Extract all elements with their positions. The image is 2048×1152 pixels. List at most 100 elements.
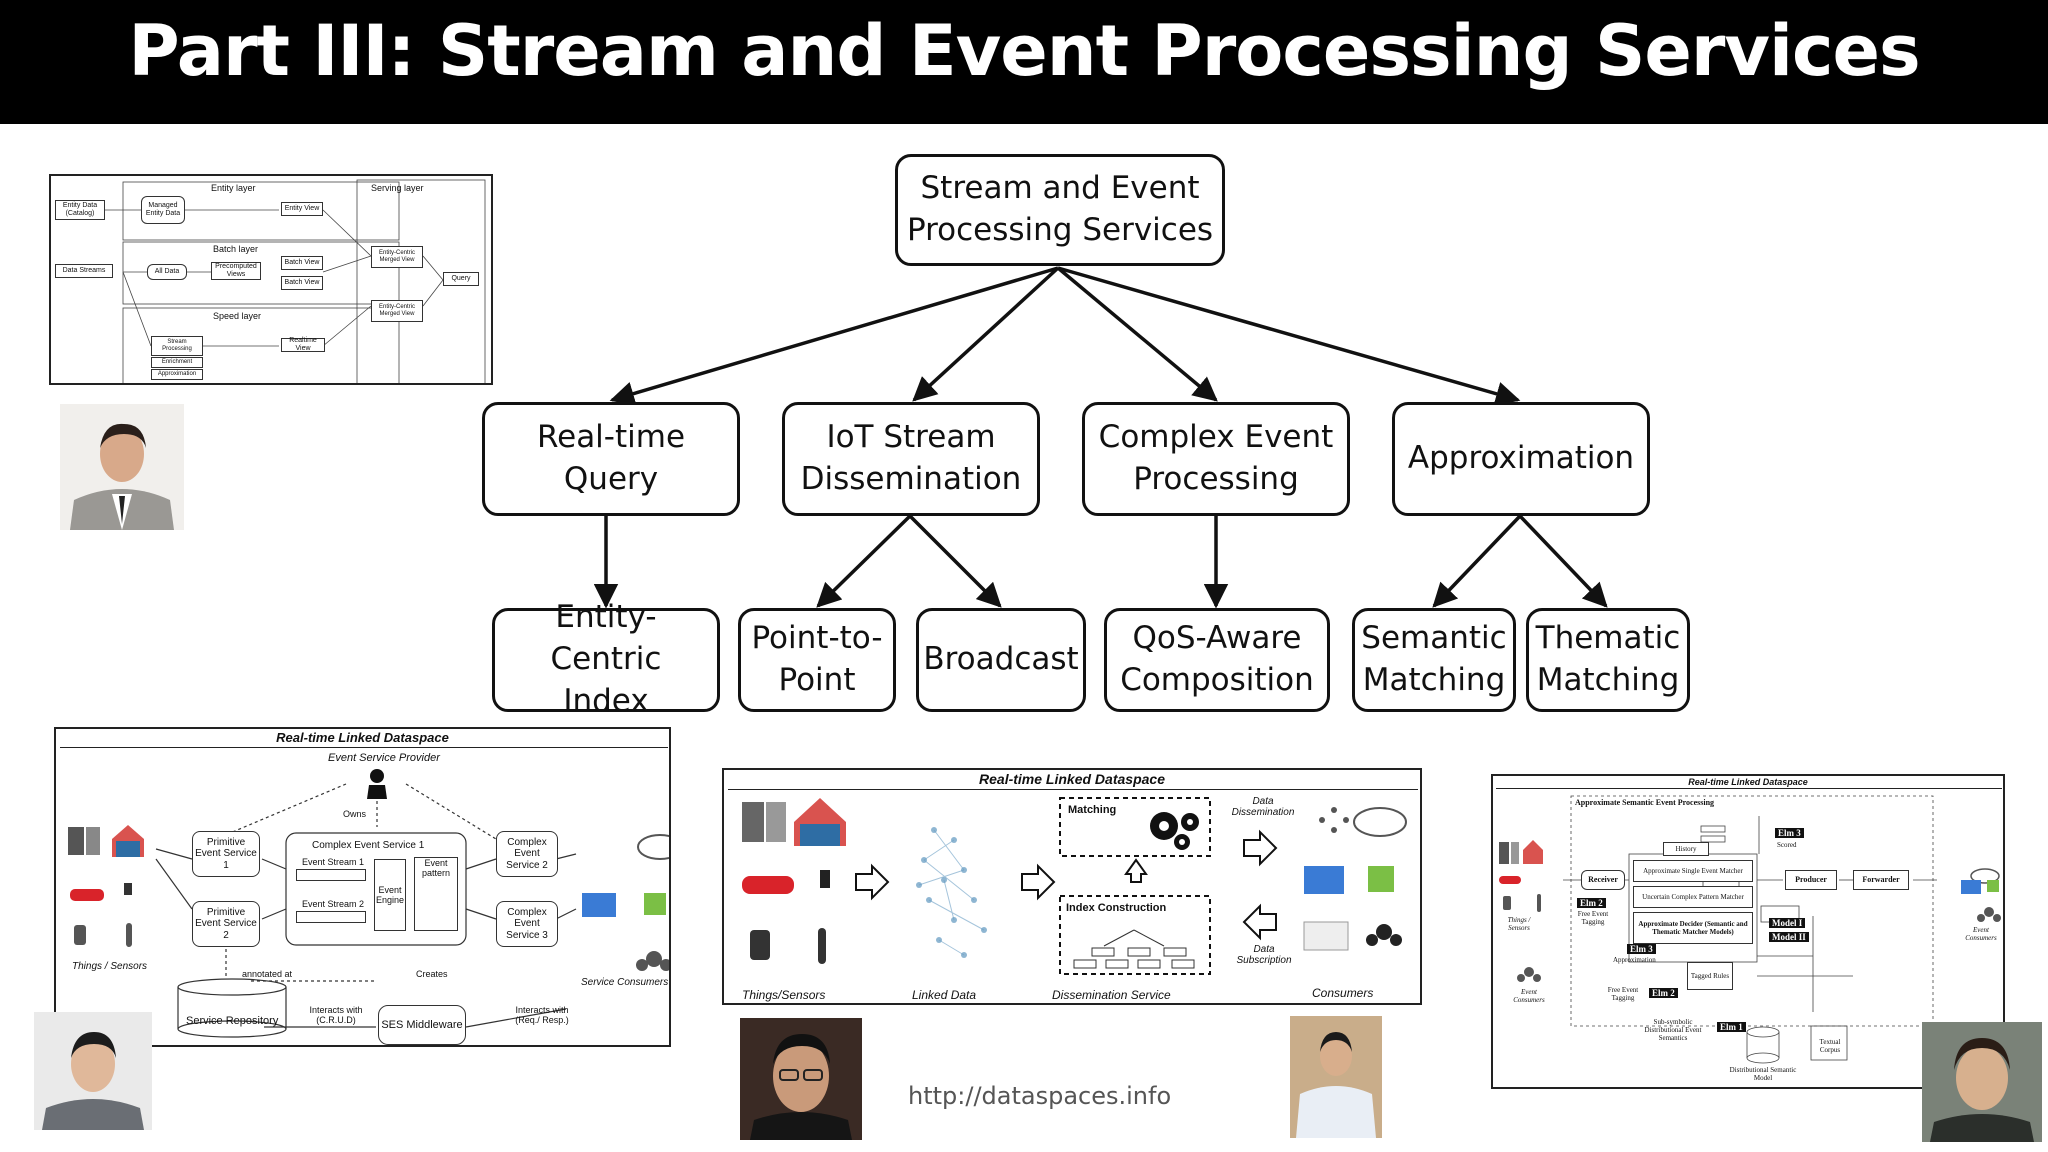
complex-matcher-box: Uncertain Complex Pattern Matcher (1633, 886, 1753, 908)
model2-tag: Model II (1769, 932, 1809, 942)
receiver-box: Receiver (1581, 870, 1625, 890)
person-4-icon (1296, 1032, 1376, 1138)
producer-box: Producer (1785, 870, 1837, 890)
subsymbolic-label: Sub-symbolic Distributional Event Semant… (1644, 1018, 1702, 1042)
dissemination-service-caption: Dissemination Service (1052, 988, 1171, 1002)
author-photo-4 (1290, 1016, 1382, 1138)
ces-provider-label: Event Service Provider (328, 752, 440, 764)
ces-lines (68, 769, 669, 1038)
service-repository-label: Service Repository (186, 1015, 279, 1027)
event-stream-1-label: Event Stream 1 (302, 857, 365, 867)
primitive-service-2: Primitive Event Service 2 (192, 901, 260, 947)
textual-corpus-label: Textual Corpus (1819, 1038, 1841, 1054)
primitive-service-1: Primitive Event Service 1 (192, 831, 260, 877)
edge-iot-broadcast (908, 514, 1002, 608)
data-streams-box: Data Streams (55, 264, 113, 278)
edge-root-iot (912, 266, 1060, 402)
edge-root-rtq (609, 266, 1059, 406)
slide-title: Part III: Stream and Event Processing Se… (128, 10, 1920, 92)
batch-layer-label: Batch layer (213, 244, 259, 254)
dissemination-figure: Real-time Linked Dataspace (722, 768, 1422, 1005)
speed-layer-label: Speed layer (213, 311, 262, 321)
realtime-view-box: Realtime View (281, 337, 325, 352)
approximation-label: Approximation (1613, 956, 1656, 964)
event-engine-box: Event Engine (374, 859, 406, 931)
single-matcher-box: Approximate Single Event Matcher (1633, 860, 1753, 882)
distributional-model-label: Distributional Semantic Model (1729, 1066, 1797, 1082)
edge-approx-semantic (1432, 514, 1522, 608)
node-approximation: Approximation (1392, 402, 1650, 516)
data-subscription-label: Data Subscription (1236, 944, 1292, 966)
serving-layer-label: Serving layer (371, 183, 424, 193)
forwarder-box: Forwarder (1853, 870, 1909, 890)
elm3-tag: Elm 3 (1627, 944, 1656, 954)
complex-service-2: Complex Event Service 2 (496, 831, 558, 877)
service-consumers-caption: Service Consumers (581, 977, 669, 988)
approx-subtitle: Approximate Semantic Event Processing (1575, 798, 1715, 807)
things-sensors-caption: Things / Sensors (72, 961, 148, 972)
dissemination-graphics (742, 797, 1407, 975)
approximation-box: Approximation (151, 369, 203, 380)
person-2-icon (42, 1032, 144, 1130)
merged-view-box-2: Entity-Centric Merged View (371, 300, 423, 322)
linked-data-caption: Linked Data (912, 988, 977, 1002)
entity-data-box: Entity Data (Catalog) (55, 200, 105, 220)
scored-label: Scored (1777, 841, 1797, 849)
model1-tag: Model I (1769, 918, 1806, 928)
person-3-icon (750, 1034, 852, 1140)
edge-iot-p2p (816, 514, 912, 608)
entity-layer-label: Entity layer (211, 183, 256, 193)
elm3-scored-tag: Elm 3 (1775, 828, 1804, 838)
interacts-crud-label: Interacts with (C.R.U.D) (309, 1005, 363, 1025)
ces-title: Real-time Linked Dataspace (276, 730, 449, 745)
precomputed-views-box: Precomputed Views (211, 262, 261, 280)
decider-box: Approximate Decider (Semantic and Themat… (1633, 912, 1753, 944)
batch-view-box-2: Batch View (281, 276, 323, 290)
event-stream-1-queue (296, 869, 366, 881)
index-construction-label: Index Construction (1066, 902, 1167, 914)
approximate-event-processing-figure: Real-time Linked Dataspace (1491, 774, 2005, 1089)
event-stream-2-queue (296, 911, 366, 923)
interacts-req-label: Interacts with (Req./ Resp.) (515, 1005, 569, 1025)
ses-middleware-box: SES Middleware (378, 1005, 466, 1045)
node-broadcast: Broadcast (916, 608, 1086, 712)
free-event-tagging-label-2: Free Event Tagging (1607, 986, 1639, 1002)
author-photo-1 (60, 404, 184, 530)
free-event-tagging-label: Free Event Tagging (1577, 910, 1609, 926)
stream-processing-box: Stream Processing (151, 336, 203, 356)
complex-event-service-figure: Real-time Linked Dataspace Event Service… (54, 727, 671, 1047)
approx-title: Real-time Linked Dataspace (1688, 777, 1808, 787)
title-bar: Part III: Stream and Event Processing Se… (0, 0, 2048, 124)
author-photo-2 (34, 1012, 152, 1130)
managed-entity-data-box: Managed Entity Data (141, 196, 185, 224)
consumers-caption: Consumers (1312, 986, 1374, 1000)
elm2b-tag: Elm 2 (1649, 988, 1678, 998)
event-stream-2-label: Event Stream 2 (302, 899, 365, 909)
dissemination-title: Real-time Linked Dataspace (979, 771, 1165, 787)
history-box: History (1663, 842, 1709, 856)
enrichment-box: Enrichment (151, 357, 203, 368)
data-dissemination-label: Data Dissemination (1231, 796, 1295, 818)
person-1-icon (70, 423, 174, 530)
edge-approx-thematic (1518, 514, 1608, 608)
approx-things-sensors: Things / Sensors (1507, 916, 1531, 932)
approx-event-consumers-left: Event Consumers (1513, 988, 1545, 1004)
things-sensors-caption-2: Things/Sensors (742, 988, 826, 1002)
lambda-architecture-figure: Entity layer Batch layer Speed layer Ser… (49, 174, 493, 385)
source-url[interactable]: http://dataspaces.info (908, 1082, 1172, 1110)
matching-label: Matching (1068, 804, 1117, 816)
elm2-tag: Elm 2 (1577, 898, 1606, 908)
node-point-to-point: Point-to-Point (738, 608, 896, 712)
person-5-icon (1930, 1038, 2034, 1142)
event-pattern-box: Event pattern (414, 857, 458, 931)
query-box: Query (443, 272, 479, 286)
batch-view-box-1: Batch View (281, 256, 323, 270)
